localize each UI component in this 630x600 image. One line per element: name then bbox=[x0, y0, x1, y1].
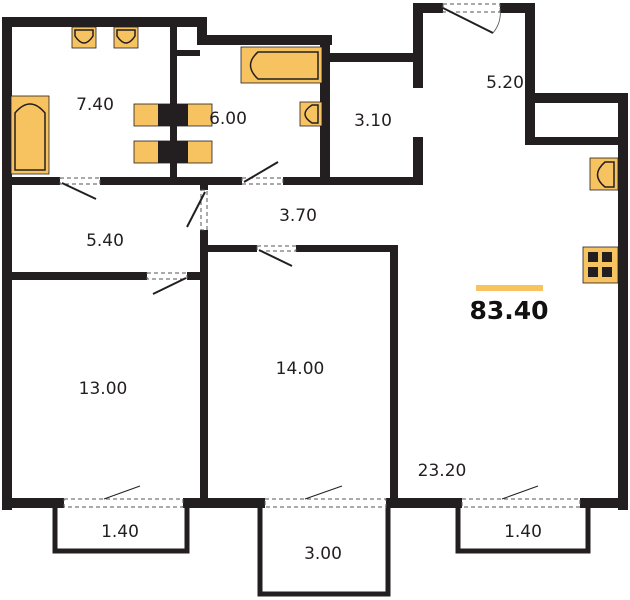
sink-icon bbox=[299, 101, 323, 127]
sink-icon bbox=[113, 26, 139, 49]
room-area-label: 14.00 bbox=[276, 359, 325, 379]
room-area-label: 6.00 bbox=[209, 109, 247, 129]
room-area-label: 7.40 bbox=[76, 95, 114, 115]
bathtub-icon bbox=[240, 46, 323, 84]
total-area: 83.40 bbox=[469, 296, 548, 325]
windows bbox=[63, 485, 581, 508]
room-area-label: 3.70 bbox=[279, 206, 317, 226]
total-area-accent-bar bbox=[476, 285, 543, 291]
fixtures bbox=[10, 26, 619, 284]
washer-icon bbox=[133, 140, 213, 164]
room-area-label: 3.00 bbox=[304, 544, 342, 564]
room-area-label: 5.20 bbox=[486, 73, 524, 93]
bathtub-icon bbox=[10, 95, 50, 175]
doors bbox=[59, 3, 501, 295]
area-labels: 7.40 6.00 3.10 5.20 3.70 5.40 13.00 14.0… bbox=[76, 73, 542, 564]
stove-icon bbox=[582, 246, 619, 284]
walls bbox=[2, 3, 628, 510]
sink-icon bbox=[71, 26, 97, 49]
balconies bbox=[52, 508, 591, 597]
room-area-label: 1.40 bbox=[504, 522, 542, 542]
room-area-label: 23.20 bbox=[418, 461, 467, 481]
room-area-label: 3.10 bbox=[354, 111, 392, 131]
room-area-label: 13.00 bbox=[79, 379, 128, 399]
washer-icon bbox=[133, 103, 213, 127]
room-area-label: 1.40 bbox=[101, 522, 139, 542]
room-area-label: 5.40 bbox=[86, 231, 124, 251]
sink-icon bbox=[589, 157, 619, 191]
